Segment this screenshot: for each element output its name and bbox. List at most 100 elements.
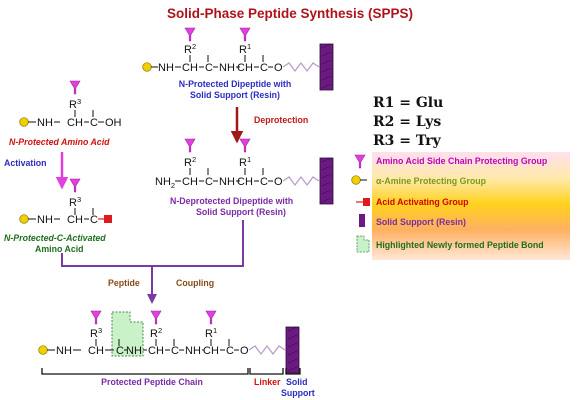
activated-amino-acid-structure: R3 NH CH C [19, 178, 112, 226]
r1-label: R1 [239, 42, 251, 56]
diagram-title: Solid-Phase Peptide Synthesis (SPPS) [167, 6, 413, 21]
amine-protecting-group-icon [351, 175, 361, 185]
o-label: O [274, 62, 283, 74]
nh-label: NH [219, 62, 235, 74]
c-label: C [116, 345, 124, 357]
side-chain-protecting-group-icon [354, 154, 366, 169]
ch-label: CH [88, 345, 104, 357]
side-chain-protecting-group-icon [239, 27, 251, 42]
legend-label-resin: Solid Support (Resin) [376, 217, 466, 227]
side-chain-protecting-group-icon [184, 27, 196, 42]
ch-label: CH [237, 62, 253, 74]
legend-label-acid-group: Acid Activating Group [376, 197, 469, 207]
r2-label: R2 [184, 155, 196, 169]
c-label: C [260, 176, 268, 188]
c-label: C [90, 117, 98, 129]
r1-label: R1 [239, 155, 251, 169]
r3-key-entry: R3 = Try [373, 133, 442, 149]
r2-label: R2 [184, 42, 196, 56]
legend-label-amine-group: α-Amine Protecting Group [376, 176, 487, 186]
c-label: C [171, 345, 179, 357]
nh-label: NH [56, 345, 72, 357]
c-label: C [260, 62, 268, 74]
legend-label-side-chain-group: Amino Acid Side Chain Protecting Group [376, 156, 548, 166]
protected-peptide-chain-caption: Protected Peptide Chain [101, 377, 203, 387]
side-chain-protecting-group-icon [69, 80, 81, 95]
protected-dipeptide-structure: R2 R1 NH CH C NH CH C O [142, 27, 334, 91]
nh-label: NH [37, 214, 53, 226]
peptide-bond-highlight [111, 311, 144, 357]
side-chain-protecting-group-icon [184, 138, 196, 153]
acid-activating-group-icon [104, 215, 112, 223]
resin-icon [319, 43, 334, 91]
c-label: C [205, 62, 213, 74]
r2-label: R2 [150, 326, 162, 340]
ch-label: CH [67, 117, 83, 129]
r3-label: R3 [69, 97, 81, 111]
residue-key: R1 = Glu R2 = Lys R3 = Try [373, 95, 443, 149]
activation-label: Activation [4, 158, 47, 168]
linker-chain [282, 62, 320, 72]
amine-protecting-group-icon [19, 117, 29, 127]
amine-protecting-group-icon [38, 345, 48, 355]
r2-key-entry: R2 = Lys [373, 114, 441, 130]
deprotection-label: Deprotection [254, 115, 308, 125]
nh-label: NH [37, 117, 53, 129]
legend-label-peptide-bond: Highlighted Newly formed Peptide Bond [376, 240, 544, 250]
nh-label: NH [126, 345, 142, 357]
linker-chain [248, 345, 286, 355]
coupling-connector [61, 220, 244, 267]
linker-caption: Linker [254, 377, 281, 387]
side-chain-protecting-group-icon [90, 310, 102, 325]
c-label: C [90, 214, 98, 226]
o-label: O [274, 176, 283, 188]
side-chain-protecting-group-icon [150, 310, 162, 325]
nh-label: NH [219, 176, 235, 188]
linker-bracket [249, 368, 284, 375]
side-chain-protecting-group-icon [69, 178, 81, 193]
peptide-chain-bracket [41, 368, 249, 375]
side-chain-protecting-group-icon [239, 138, 251, 153]
side-chain-protecting-group-icon [205, 310, 217, 325]
protected-peptide-chain-structure: R3 R2 R1 NH CH C NH CH C NH CH C O [38, 310, 300, 374]
oh-label: OH [105, 117, 122, 129]
amine-protecting-group-icon [19, 214, 29, 224]
solid-support-bracket [285, 368, 301, 375]
protected-amino-acid-structure: R3 NH CH C OH [19, 80, 122, 129]
o-label: O [240, 345, 249, 357]
r3-label: R3 [90, 326, 102, 340]
r3-label: R3 [69, 195, 81, 209]
ch-label: CH [237, 176, 253, 188]
protected-amino-acid-caption: N-Protected Amino Acid [9, 137, 110, 147]
peptide-bond-highlight-icon [356, 235, 370, 253]
r1-key-entry: R1 = Glu [373, 95, 443, 111]
ch-label: CH [67, 214, 83, 226]
ch-label: CH [148, 345, 164, 357]
resin-icon [319, 157, 334, 205]
deprotected-dipeptide-structure: R2 R1 NH2 CH C NH CH C O [155, 138, 334, 205]
ch-label: CH [182, 62, 198, 74]
c-label: C [205, 176, 213, 188]
resin-icon [285, 326, 300, 374]
peptide-label: Peptide [108, 278, 140, 288]
acid-activating-group-icon [363, 198, 370, 206]
coupling-label: Coupling [176, 278, 214, 288]
c-label: C [226, 345, 234, 357]
amine-protecting-group-icon [142, 62, 152, 72]
resin-icon [359, 214, 365, 227]
ch-label: CH [203, 345, 219, 357]
ch-label: CH [182, 176, 198, 188]
linker-chain [282, 176, 320, 186]
nh-label: NH [158, 62, 174, 74]
r1-label: R1 [205, 326, 217, 340]
nh-label: NH [185, 345, 201, 357]
legend-background [372, 152, 570, 260]
legend: Amino Acid Side Chain Protecting Group α… [351, 152, 570, 260]
nh2-label: NH2 [155, 176, 175, 190]
